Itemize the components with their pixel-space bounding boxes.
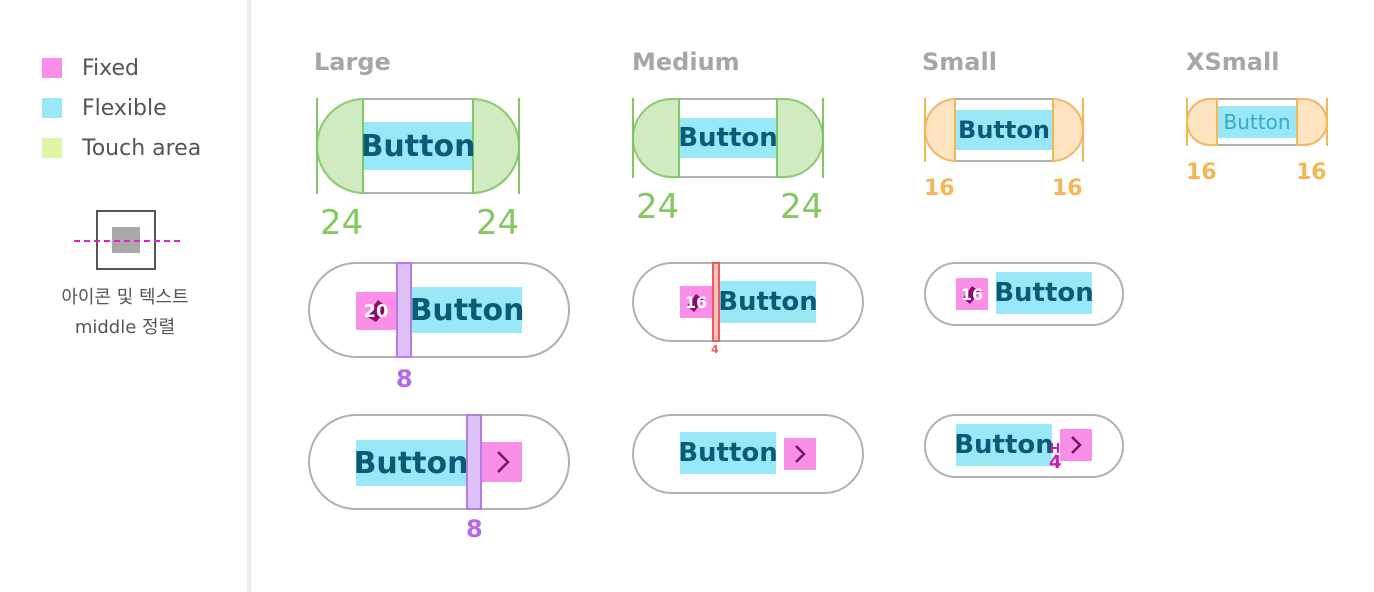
legend-label-touch-area: Touch area — [82, 136, 202, 161]
medium-icon-size-label: 16 — [684, 292, 708, 312]
large-left-inner-guide — [362, 98, 364, 194]
sidebar-divider — [247, 0, 251, 592]
legend-label-fixed: Fixed — [82, 56, 140, 81]
large-left-icon-button-label: Button — [410, 287, 524, 333]
xsmall-right-touch-cap — [1296, 98, 1328, 146]
small-left-touch-cap — [924, 98, 956, 162]
middle-guide-line — [74, 240, 180, 242]
chevron-right-icon — [497, 451, 510, 473]
column-title-large: Large — [314, 48, 391, 76]
medium-button-label: Button — [678, 118, 778, 158]
large-left-icon-gap — [396, 262, 412, 358]
small-right-chevron-badge — [1060, 429, 1092, 461]
xsmall-left-touch-cap — [1186, 98, 1218, 146]
small-right-icon-gap-dim: 4 — [1049, 452, 1062, 473]
xsmall-right-inner-guide — [1296, 98, 1298, 146]
medium-left-icon-gap — [712, 262, 720, 342]
small-right-touch-cap — [1052, 98, 1084, 162]
xsmall-left-guide — [1186, 98, 1188, 146]
small-left-touch-dim: 16 — [924, 176, 955, 201]
pencil-icon — [366, 300, 388, 322]
large-right-inner-guide — [472, 98, 474, 194]
large-right-touch-cap — [472, 98, 520, 194]
large-right-guide — [518, 98, 520, 194]
small-left-icon: 16 — [956, 278, 988, 310]
small-right-icon-button-label: Button — [954, 424, 1054, 466]
medium-touch-area-spec: Button — [632, 98, 824, 178]
large-right-chevron-badge — [482, 442, 522, 482]
chevron-right-icon — [795, 445, 806, 463]
large-left-icon: 20 — [356, 292, 396, 330]
pencil-icon — [963, 286, 980, 304]
small-left-icon-button-label: Button — [994, 272, 1094, 314]
xsmall-button-label: Button — [1218, 106, 1296, 138]
pencil-icon — [687, 294, 704, 312]
small-right-icon-gap-line — [1053, 447, 1057, 449]
xsmall-touch-area-spec: Button — [1186, 98, 1328, 146]
alignment-note-line2: middle 정렬 — [74, 317, 176, 338]
large-button-label: Button — [361, 122, 475, 170]
small-touch-area-spec: Button — [924, 98, 1084, 162]
large-right-icon-gap-dim: 8 — [466, 515, 483, 543]
small-right-icon-gap-marker — [1051, 443, 1059, 453]
chevron-right-icon — [1071, 436, 1082, 454]
medium-right-icon-button-label: Button — [678, 432, 778, 474]
large-icon-size-label: 20 — [363, 300, 389, 322]
large-left-touch-cap — [316, 98, 364, 194]
large-left-icon-gap-dim: 8 — [396, 365, 413, 393]
column-title-xsmall: XSmall — [1186, 48, 1280, 76]
medium-right-inner-guide — [776, 98, 778, 178]
legend-label-flexible: Flexible — [82, 96, 167, 121]
medium-left-touch-cap — [632, 98, 680, 178]
small-right-guide — [1082, 98, 1084, 162]
medium-left-guide — [632, 98, 634, 178]
large-touch-area-spec: Button — [316, 98, 520, 194]
large-left-touch-dim: 24 — [320, 203, 364, 243]
medium-right-touch-dim: 24 — [780, 187, 824, 227]
medium-left-inner-guide — [678, 98, 680, 178]
legend-swatch-fixed — [42, 58, 62, 78]
large-right-icon-gap — [466, 414, 482, 510]
small-icon-size-label: 16 — [960, 284, 984, 304]
large-left-guide — [316, 98, 318, 194]
large-right-icon-button-label: Button — [354, 440, 468, 486]
small-button-label: Button — [956, 110, 1052, 150]
medium-left-icon-button-label: Button — [718, 281, 818, 323]
large-right-touch-dim: 24 — [476, 203, 520, 243]
medium-right-chevron-badge — [784, 438, 816, 470]
column-title-medium: Medium — [632, 48, 740, 76]
medium-left-icon: 16 — [680, 286, 712, 318]
xsmall-right-touch-dim: 16 — [1296, 160, 1327, 185]
small-left-inner-guide — [954, 98, 956, 162]
column-title-small: Small — [922, 48, 997, 76]
legend-swatch-touch-area — [42, 138, 62, 158]
medium-left-touch-dim: 24 — [636, 187, 680, 227]
small-left-guide — [924, 98, 926, 162]
xsmall-right-guide — [1326, 98, 1328, 146]
alignment-note-line1: 아이콘 및 텍스트 — [61, 287, 189, 308]
medium-right-guide — [822, 98, 824, 178]
legend-swatch-flexible — [42, 98, 62, 118]
medium-left-icon-gap-dim: 4 — [711, 343, 719, 356]
small-right-inner-guide — [1052, 98, 1054, 162]
medium-right-touch-cap — [776, 98, 824, 178]
xsmall-left-inner-guide — [1216, 98, 1218, 146]
small-right-touch-dim: 16 — [1052, 176, 1083, 201]
xsmall-left-touch-dim: 16 — [1186, 160, 1217, 185]
